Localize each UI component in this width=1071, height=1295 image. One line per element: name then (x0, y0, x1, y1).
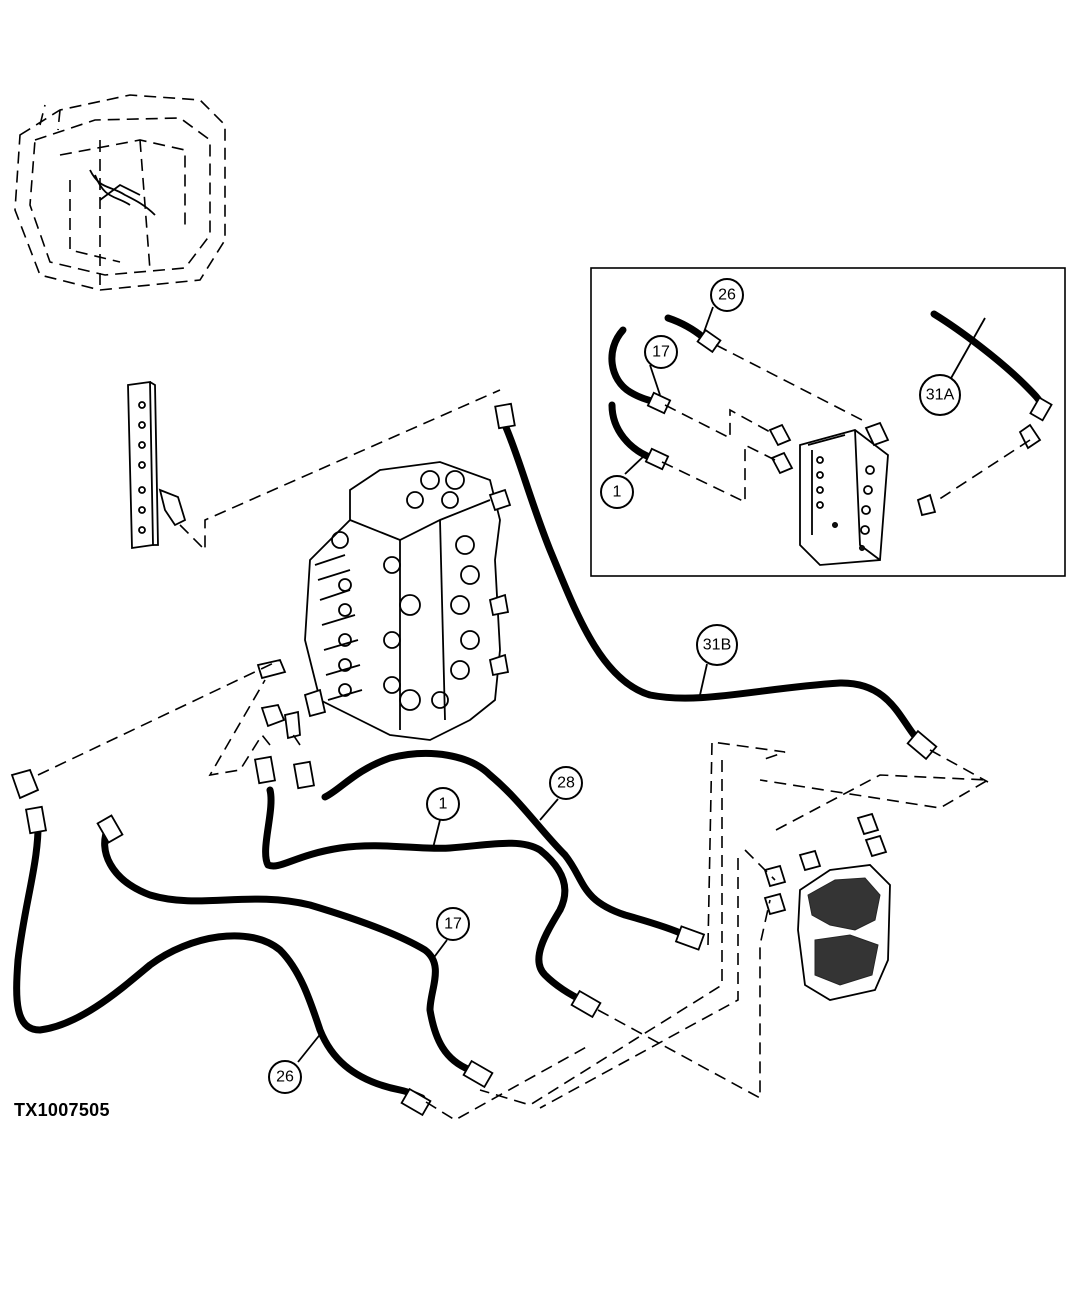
svg-text:31B: 31B (703, 637, 731, 654)
connection-leaders (37, 659, 989, 1121)
callout-main-26: 26 (268, 1031, 323, 1094)
callout-main-1: 1 (426, 787, 460, 849)
callout-inset-31a: 31A (919, 374, 961, 416)
hoses (10, 402, 938, 1117)
svg-text:1: 1 (439, 796, 448, 813)
hose-1 (262, 786, 586, 1004)
pilot-valve (759, 774, 991, 1001)
inset-hose-17 (608, 326, 659, 406)
figure-id-label: TX1007505 (14, 1100, 110, 1120)
callout-main-17: 17 (431, 907, 470, 961)
callout-main-28: 28 (539, 766, 583, 821)
hose-26 (13, 811, 426, 1102)
hose-31b (501, 421, 922, 744)
svg-text:28: 28 (557, 775, 575, 792)
svg-text:1: 1 (613, 484, 622, 501)
svg-text:26: 26 (276, 1069, 294, 1086)
hose-28 (321, 750, 689, 939)
callout-inset-1: 1 (600, 475, 634, 509)
callout-main-31b: 31B (696, 624, 738, 696)
svg-text:31A: 31A (926, 387, 955, 404)
inset-detail-box (590, 267, 1066, 577)
cab-locator-view (14, 94, 226, 291)
callout-inset-26: 26 (710, 278, 744, 312)
hose-bracket (127, 380, 501, 552)
control-valve (256, 461, 512, 741)
callout-inset-17: 17 (644, 335, 678, 369)
inset-hose-26 (664, 314, 708, 342)
inset-hose-1 (608, 401, 656, 462)
svg-text:17: 17 (444, 916, 462, 933)
svg-text:17: 17 (652, 344, 670, 361)
hose-17 (101, 824, 474, 1074)
svg-text:26: 26 (718, 287, 736, 304)
